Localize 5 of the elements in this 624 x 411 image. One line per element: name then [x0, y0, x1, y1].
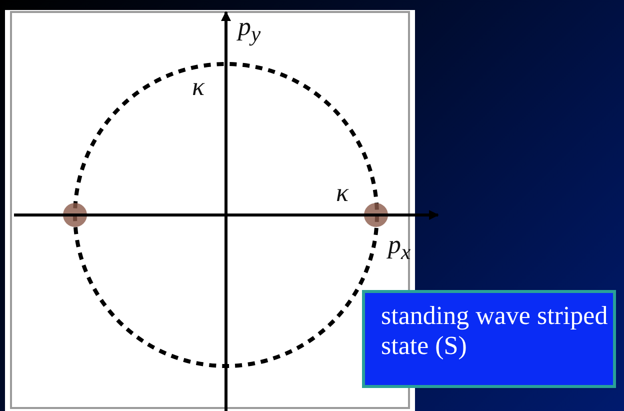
kappa-label: κ: [336, 180, 348, 206]
axis-label: p$_{y}$: [238, 14, 261, 46]
axis-label: p$_{x}$: [388, 232, 411, 264]
kappa-label: κ: [192, 74, 204, 100]
note-box: standing wave striped state (S): [362, 290, 616, 388]
